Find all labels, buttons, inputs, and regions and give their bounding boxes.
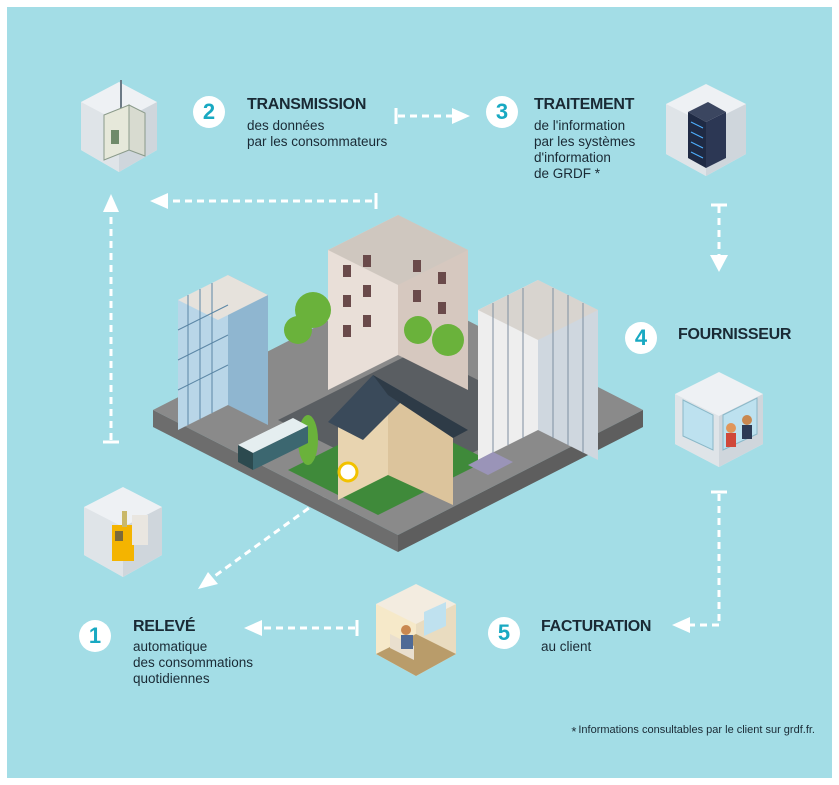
transmitter-box-icon [81,80,157,172]
step-description-1: automatique des consommations quotidienn… [133,639,254,686]
footnote-text: Informations consultables par le client … [578,724,815,736]
step-title-2: TRANSMISSION [247,96,367,113]
footnote-marker: * [571,724,577,739]
office-workers-icon [675,372,763,467]
step-title-5: FACTURATION [541,618,652,635]
step-title-3: TRAITEMENT [534,96,635,113]
step-description-3: de l'information par les systèmes d'info… [534,118,636,181]
step-number-2: 2 [193,96,225,128]
server-rack-icon [666,84,746,176]
footnote: *Informations consultables par le client… [571,724,815,739]
step-title-4: FOURNISSEUR [678,326,792,343]
gas-meter-icon [84,487,162,577]
step-number-4: 4 [625,322,657,354]
client-living-room-icon [376,584,456,676]
step-number-1: 1 [79,620,111,652]
step-description-5: au client [541,639,592,654]
step-description-2: des données par les consommateurs [247,118,388,149]
city-illustration [153,215,643,552]
step-number-3: 3 [486,96,518,128]
step-title-1: RELEVÉ [133,618,196,635]
step-number-5: 5 [488,617,520,649]
